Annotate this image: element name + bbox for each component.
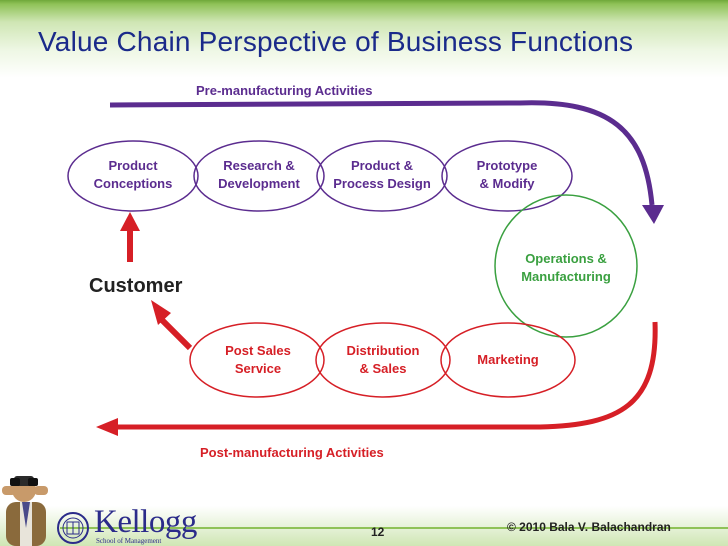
footer-rule: [60, 527, 728, 529]
pre-manufacturing-arrow: [109, 100, 655, 206]
customer-up-arrow-head: [120, 212, 140, 231]
post-activity-2-line2: & Sales: [360, 361, 407, 376]
kellogg-logo: Kellogg: [94, 504, 197, 540]
pre-activity-3-line2: Process Design: [333, 176, 431, 191]
post-manufacturing-arrow: [118, 321, 658, 430]
pre-activity-2-line1: Research &: [223, 158, 295, 173]
copyright: © 2010 Bala V. Balachandran: [507, 520, 671, 534]
post-activity-1-line2: Service: [235, 361, 281, 376]
header-band: [0, 0, 728, 78]
customer-label: Customer: [89, 275, 183, 297]
post-activity-2-line1: Distribution: [347, 343, 420, 358]
service-to-customer-arrow-shaft: [157, 315, 193, 351]
post-activity-ellipse-1: [189, 322, 325, 398]
post-manufacturing-label: Post-manufacturing Activities: [200, 445, 384, 460]
operations-line1: Operations &: [525, 251, 607, 266]
slide-title: Value Chain Perspective of Business Func…: [38, 26, 634, 57]
pre-activity-1-line1: Product: [108, 158, 158, 173]
page-number: 12: [371, 525, 385, 539]
post-manufacturing-arrowhead: [96, 418, 118, 436]
post-activity-1-line1: Post Sales: [225, 343, 291, 358]
pre-activity-1-line2: Conceptions: [94, 176, 173, 191]
pre-manufacturing-label: Pre-manufacturing Activities: [196, 83, 373, 98]
pre-activity-ellipse-3: [316, 140, 448, 212]
pre-activity-3-line1: Product &: [351, 158, 413, 173]
operations-line2: Manufacturing: [521, 269, 611, 284]
pre-activity-ellipse-2: [193, 140, 325, 212]
kellogg-logo-subtitle: School of Management: [96, 537, 162, 545]
service-to-customer-arrow-head: [151, 300, 171, 325]
footer-band: [0, 506, 728, 546]
pre-activity-ellipse-4: [441, 140, 573, 212]
post-activity-3-line1: Marketing: [477, 352, 538, 367]
pre-activity-2-line2: Development: [218, 176, 300, 191]
pre-activity-4-line1: Prototype: [477, 158, 538, 173]
post-activity-ellipse-2: [315, 322, 451, 398]
kellogg-seal-icon: [57, 512, 89, 544]
operations-circle: [494, 194, 638, 338]
person-binoculars-illustration: [2, 476, 48, 546]
pre-manufacturing-arrowhead: [642, 205, 664, 224]
pre-activity-ellipse-1: [67, 140, 199, 212]
pre-activity-4-line2: & Modify: [480, 176, 536, 191]
post-activity-ellipse-3: [440, 322, 576, 398]
